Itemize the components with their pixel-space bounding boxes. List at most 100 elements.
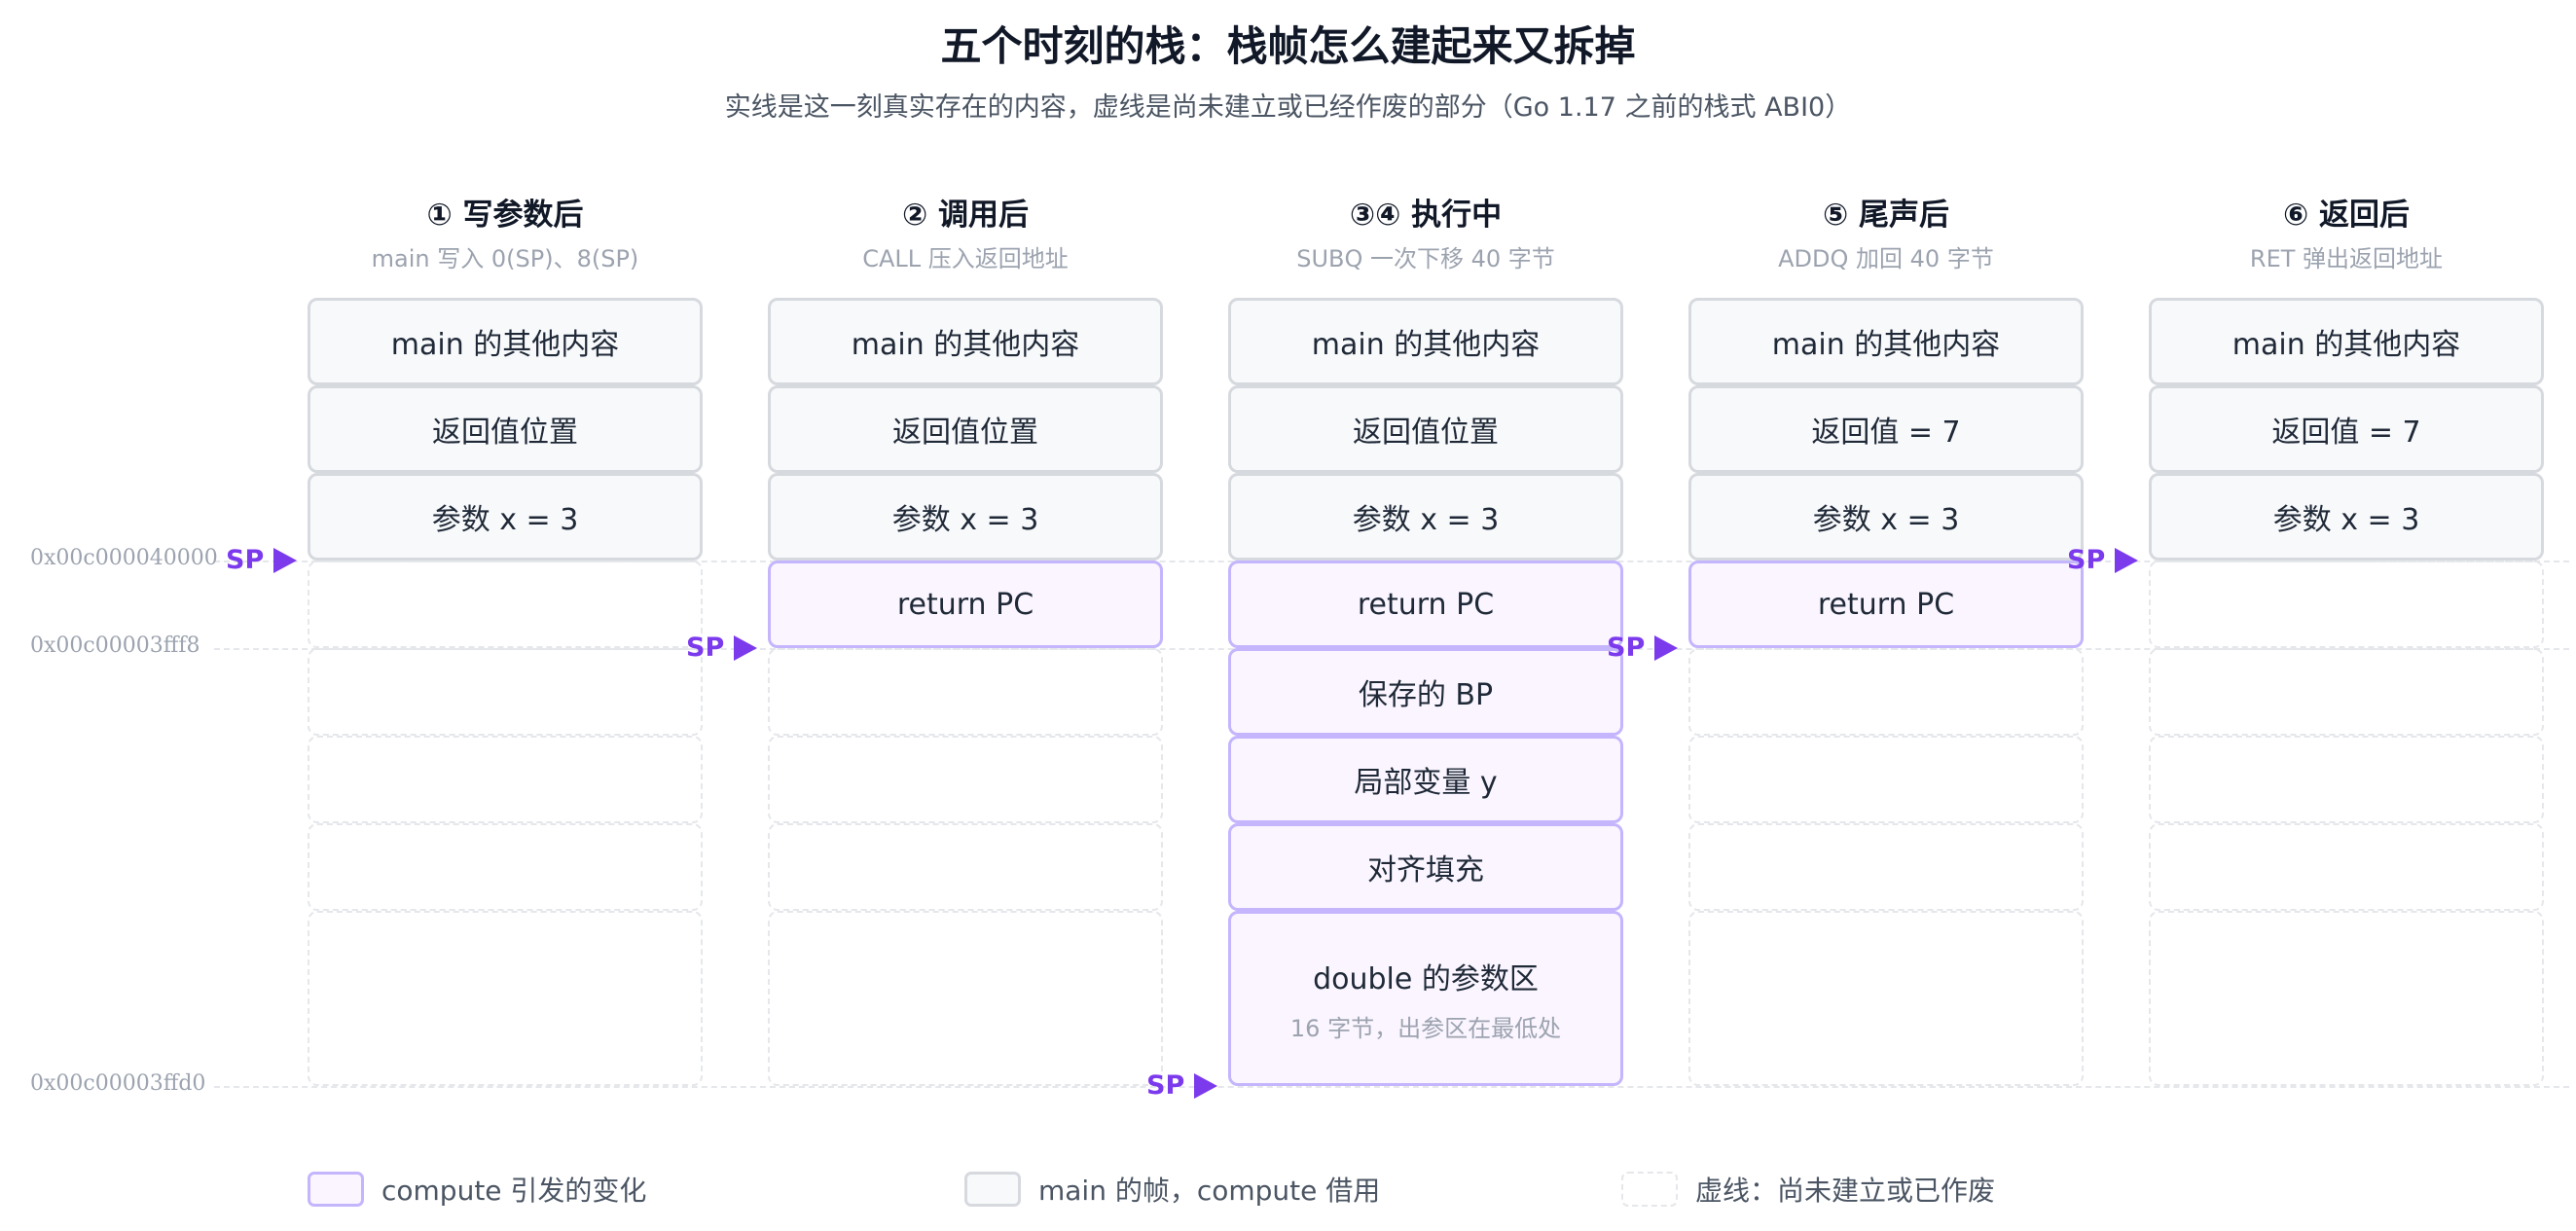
- empty-slot: [308, 911, 703, 1086]
- stack-slot: 参数 x = 3: [1228, 473, 1623, 561]
- column-title: ⑥ 返回后: [2282, 198, 2411, 233]
- sp-arrow-icon: [1194, 1072, 1218, 1099]
- sp-arrow-icon: [734, 634, 758, 661]
- address-line: [214, 1086, 2569, 1088]
- empty-slot: [308, 736, 703, 823]
- page-subtitle: 实线是这一刻真实存在的内容，虚线是尚未建立或已经作废的部分（Go 1.17 之前…: [724, 92, 1852, 123]
- sp-arrow-icon: [1654, 634, 1679, 661]
- slot-label: 返回值位置: [892, 416, 1038, 450]
- stack-slot: 返回值位置: [308, 385, 703, 473]
- sp-label: SP: [2067, 545, 2106, 575]
- column-title: ③④ 执行中: [1349, 198, 1503, 233]
- slot-label: 返回值位置: [1353, 416, 1499, 450]
- column-subtitle: main 写入 0(SP)、8(SP): [371, 245, 639, 272]
- empty-slot: [2149, 736, 2544, 823]
- slot-note: 16 字节，出参区在最低处: [1289, 1014, 1562, 1042]
- slot-label: 对齐填充: [1367, 853, 1484, 887]
- sp-label: SP: [1146, 1070, 1185, 1101]
- slot-label: 参数 x = 3: [431, 503, 579, 537]
- stack-slot: 保存的 BP: [1228, 648, 1623, 736]
- column-title: ① 写参数后: [426, 198, 584, 233]
- empty-slot: [2149, 911, 2544, 1086]
- stack-slot: 返回值 = 7: [1688, 385, 2084, 473]
- empty-slot: [768, 823, 1163, 911]
- sp-marker: SP: [226, 545, 298, 575]
- stack-slot: 参数 x = 3: [2149, 473, 2544, 561]
- slot-label: main 的其他内容: [851, 328, 1080, 362]
- address-label: 0x00c00003ffd0: [30, 1071, 206, 1096]
- legend-label: compute 引发的变化: [381, 1175, 647, 1207]
- slot-label: double 的参数区: [1313, 961, 1539, 996]
- legend-swatch-purple: [308, 1172, 364, 1207]
- legend-item-dashed: 虚线：尚未建立或已作废: [1621, 1170, 1995, 1209]
- stack-slot: main 的其他内容: [1228, 298, 1623, 385]
- empty-slot: [768, 911, 1163, 1086]
- stack-slot: 返回值 = 7: [2149, 385, 2544, 473]
- stack-slot: double 的参数区 16 字节，出参区在最低处: [1228, 911, 1623, 1086]
- column-subtitle: ADDQ 加回 40 字节: [1778, 245, 1994, 272]
- slot-label: 返回值位置: [432, 416, 578, 450]
- column-subtitle: SUBQ 一次下移 40 字节: [1296, 245, 1555, 272]
- slot-label: 返回值 = 7: [2271, 416, 2421, 450]
- page-title: 五个时刻的栈：栈帧怎么建起来又拆掉: [940, 22, 1636, 70]
- slot-label: 参数 x = 3: [1352, 503, 1500, 537]
- legend-label: 虚线：尚未建立或已作废: [1695, 1175, 1996, 1207]
- empty-slot: [308, 561, 703, 648]
- slot-label: return PC: [896, 587, 1034, 622]
- stack-slot: 局部变量 y: [1228, 736, 1623, 823]
- empty-slot: [308, 648, 703, 736]
- empty-slot: [1688, 823, 2084, 911]
- stack-slot: return PC: [1688, 561, 2084, 648]
- stack-slot: 参数 x = 3: [768, 473, 1163, 561]
- empty-slot: [768, 648, 1163, 736]
- sp-marker: SP: [1607, 633, 1679, 663]
- stack-slot: main 的其他内容: [2149, 298, 2544, 385]
- empty-slot: [1688, 911, 2084, 1086]
- empty-slot: [1688, 736, 2084, 823]
- slot-label: 局部变量 y: [1354, 766, 1498, 800]
- empty-slot: [2149, 648, 2544, 736]
- column-subtitle: CALL 压入返回地址: [862, 245, 1069, 272]
- legend-swatch-gray: [964, 1172, 1021, 1207]
- sp-label: SP: [226, 545, 265, 575]
- sp-marker: SP: [2067, 545, 2139, 575]
- column-title: ⑤ 尾声后: [1822, 198, 1950, 233]
- legend-item-compute: compute 引发的变化: [308, 1170, 646, 1209]
- column-title: ② 调用后: [901, 198, 1030, 233]
- slot-label: return PC: [1817, 587, 1955, 622]
- slot-label: 返回值 = 7: [1811, 416, 1961, 450]
- stack-slot: 返回值位置: [1228, 385, 1623, 473]
- stack-slot: return PC: [1228, 561, 1623, 648]
- legend-swatch-dashed: [1621, 1172, 1678, 1207]
- slot-label: return PC: [1357, 587, 1495, 622]
- stack-slot: 参数 x = 3: [1688, 473, 2084, 561]
- sp-arrow-icon: [273, 547, 298, 573]
- empty-slot: [1688, 648, 2084, 736]
- stack-slot: 返回值位置: [768, 385, 1163, 473]
- stack-slot: main 的其他内容: [1688, 298, 2084, 385]
- empty-slot: [2149, 561, 2544, 648]
- address-label: 0x00c000040000: [30, 546, 218, 570]
- stack-slot: 对齐填充: [1228, 823, 1623, 911]
- stack-slot: main 的其他内容: [768, 298, 1163, 385]
- legend-item-main: main 的帧，compute 借用: [964, 1170, 1380, 1209]
- slot-label: main 的其他内容: [1311, 328, 1541, 362]
- stack-slot: main 的其他内容: [308, 298, 703, 385]
- stack-slot: return PC: [768, 561, 1163, 648]
- sp-arrow-icon: [2115, 547, 2139, 573]
- column-subtitle: RET 弹出返回地址: [2249, 245, 2444, 272]
- slot-label: 参数 x = 3: [2272, 503, 2420, 537]
- stack-slot: 参数 x = 3: [308, 473, 703, 561]
- slot-label: main 的其他内容: [1771, 328, 2001, 362]
- sp-label: SP: [1607, 633, 1646, 663]
- legend-label: main 的帧，compute 借用: [1038, 1175, 1381, 1207]
- slot-label: main 的其他内容: [2231, 328, 2461, 362]
- empty-slot: [768, 736, 1163, 823]
- sp-marker: SP: [1146, 1070, 1218, 1101]
- sp-marker: SP: [686, 633, 758, 663]
- sp-label: SP: [686, 633, 725, 663]
- empty-slot: [2149, 823, 2544, 911]
- slot-label: 参数 x = 3: [891, 503, 1039, 537]
- empty-slot: [308, 823, 703, 911]
- slot-label: main 的其他内容: [390, 328, 620, 362]
